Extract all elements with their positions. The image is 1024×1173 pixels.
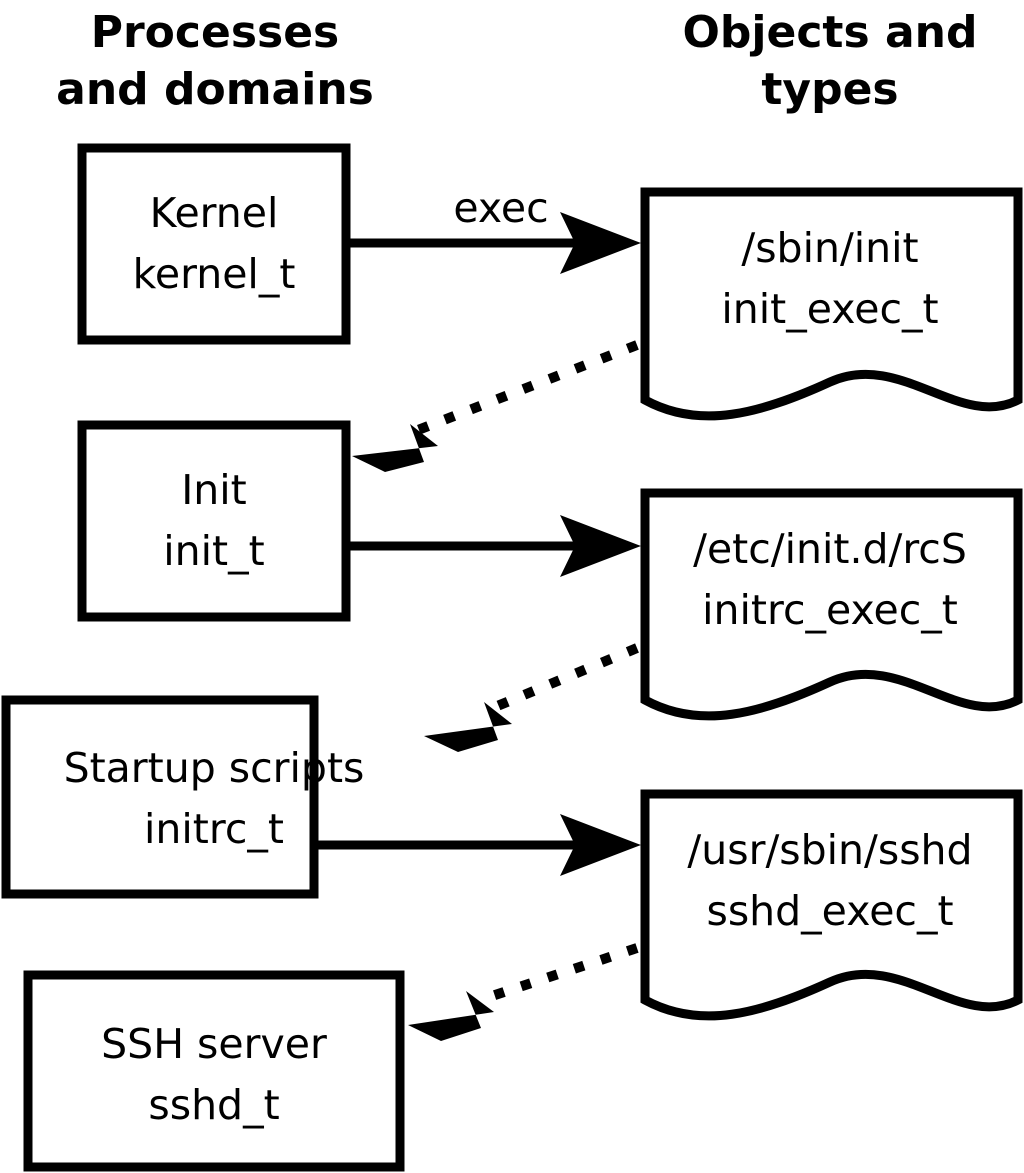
node-init-name: Init bbox=[181, 466, 247, 514]
edge-initrc-exec-sshd-exec bbox=[318, 814, 641, 876]
edge-label-exec: exec bbox=[453, 184, 548, 232]
edge-kernel-exec-arrowhead bbox=[560, 212, 641, 274]
node-startup-scripts[interactable]: Startup scripts initrc_t bbox=[1, 695, 365, 899]
node-ssh-server-box[interactable] bbox=[23, 970, 405, 1172]
node-sshd-exec-type: sshd_exec_t bbox=[706, 887, 953, 935]
edge-init-exec-transition-init bbox=[352, 340, 639, 472]
edge-init-transition-arrowhead bbox=[352, 424, 438, 472]
node-initrc-exec-path: /etc/init.d/rcS bbox=[693, 525, 967, 573]
column-header-objects-line1: Objects and bbox=[683, 7, 978, 58]
node-ssh-server-name: SSH server bbox=[101, 1020, 327, 1068]
edge-sshd-exec-transition-sshd bbox=[408, 943, 639, 1041]
edge-initrc-exec-transition-initrc bbox=[424, 643, 639, 752]
node-kernel-type: kernel_t bbox=[133, 250, 296, 298]
edge-init-exec-initrc-exec bbox=[350, 515, 641, 577]
node-ssh-server[interactable]: SSH server sshd_t bbox=[23, 970, 405, 1172]
node-startup-scripts-type: initrc_t bbox=[144, 805, 284, 853]
edge-kernel-exec-init-exec: exec bbox=[350, 184, 641, 274]
node-kernel-name: Kernel bbox=[150, 189, 279, 237]
node-initrc-exec-file[interactable]: /etc/init.d/rcS initrc_exec_t bbox=[640, 488, 1023, 721]
node-initrc-exec-type: initrc_exec_t bbox=[702, 586, 958, 634]
node-init-exec-path: /sbin/init bbox=[741, 224, 918, 272]
edge-init-transition-line bbox=[416, 340, 639, 435]
edge-init-exec-arrowhead bbox=[560, 515, 641, 577]
node-init[interactable]: Init init_t bbox=[77, 420, 351, 622]
node-ssh-server-type: sshd_t bbox=[148, 1081, 279, 1129]
node-kernel-box[interactable] bbox=[77, 143, 351, 345]
edge-sshd-transition-arrowhead bbox=[408, 991, 494, 1041]
node-startup-scripts-name: Startup scripts bbox=[64, 744, 365, 792]
node-sshd-exec-path: /usr/sbin/sshd bbox=[687, 826, 972, 874]
node-startup-scripts-box[interactable] bbox=[1, 695, 319, 899]
column-header-objects: Objects and types bbox=[683, 7, 978, 115]
node-init-exec-file[interactable]: /sbin/init init_exec_t bbox=[640, 187, 1023, 421]
node-init-type: init_t bbox=[163, 527, 264, 575]
node-init-box[interactable] bbox=[77, 420, 351, 622]
node-init-exec-type: init_exec_t bbox=[721, 285, 938, 333]
edge-initrc-transition-arrowhead bbox=[424, 702, 512, 752]
column-header-processes-line1: Processes bbox=[91, 7, 340, 58]
node-initrc-exec-document[interactable] bbox=[640, 488, 1023, 721]
node-kernel[interactable]: Kernel kernel_t bbox=[77, 143, 351, 345]
node-sshd-exec-file[interactable]: /usr/sbin/sshd sshd_exec_t bbox=[640, 789, 1023, 1021]
edge-initrc-exec-arrowhead bbox=[560, 814, 641, 876]
column-header-processes: Processes and domains bbox=[56, 7, 374, 115]
edge-initrc-transition-line bbox=[493, 643, 639, 712]
column-header-processes-line2: and domains bbox=[56, 64, 374, 115]
node-sshd-exec-document[interactable] bbox=[640, 789, 1023, 1021]
edge-sshd-transition-line bbox=[478, 943, 639, 1005]
node-init-exec-document[interactable] bbox=[640, 187, 1023, 421]
column-header-objects-line2: types bbox=[761, 64, 898, 115]
